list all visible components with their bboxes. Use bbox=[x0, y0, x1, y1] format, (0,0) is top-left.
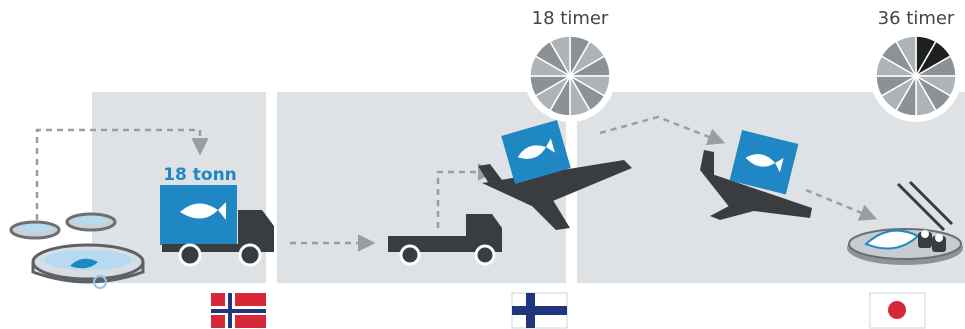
norway-flag bbox=[211, 293, 266, 328]
clock-18-hours-label: 18 timer bbox=[532, 8, 609, 29]
japan-flag bbox=[870, 293, 925, 328]
clock-18-hours bbox=[524, 30, 616, 122]
clock-36-hours bbox=[870, 30, 962, 122]
truck-weight-label: 18 tonn bbox=[163, 165, 237, 185]
clock-36-hours-label: 36 timer bbox=[878, 8, 955, 29]
finland-flag bbox=[512, 293, 567, 328]
